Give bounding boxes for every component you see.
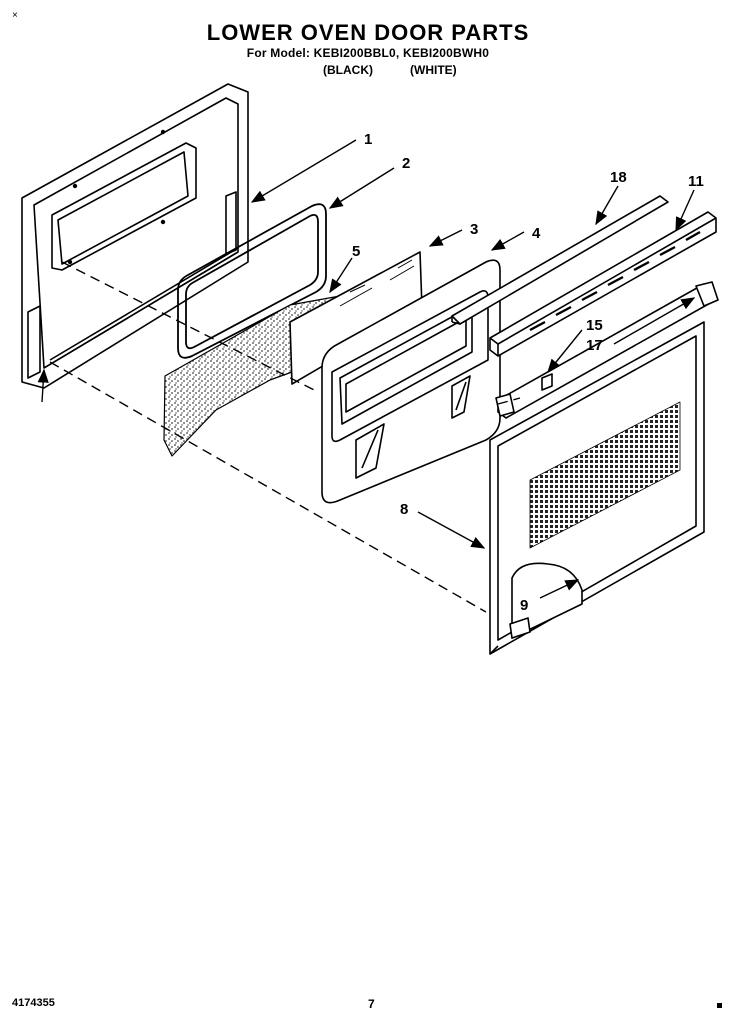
page-title: LOWER OVEN DOOR PARTS	[206, 20, 530, 45]
callout-18: 18	[610, 169, 627, 186]
leader-3	[428, 229, 463, 247]
page-number: 7	[368, 997, 375, 1011]
part-number: 4174355	[12, 997, 55, 1009]
inner-door-panel	[321, 259, 501, 504]
top-trim-strip	[451, 195, 669, 325]
leader-8	[417, 511, 486, 549]
callout-5: 5	[352, 243, 360, 260]
color-black-label: (BLACK)	[323, 63, 373, 77]
color-white-label: (WHITE)	[410, 63, 457, 77]
leader-5	[329, 257, 353, 294]
callout-11: 11	[688, 173, 704, 190]
leader-1	[250, 139, 357, 203]
callout-3: 3	[470, 221, 478, 238]
leader-2	[328, 167, 395, 209]
alignment-line-handle	[497, 397, 521, 405]
outer-door-frame	[21, 83, 249, 389]
callout-8: 8	[400, 501, 408, 518]
alignment-line-bottom	[49, 361, 487, 613]
leader-11	[675, 189, 695, 232]
callout-1: 1	[364, 131, 372, 148]
leader-frame	[37, 368, 49, 403]
corner-mark: ×	[12, 10, 18, 21]
door-handle	[495, 281, 719, 419]
leader-15	[547, 329, 583, 374]
callout-15: 15	[586, 317, 603, 334]
leader-17	[613, 297, 696, 345]
leader-4	[490, 231, 525, 251]
callout-2: 2	[402, 155, 410, 172]
callout-9: 9	[520, 597, 528, 614]
callout-4: 4	[532, 225, 541, 242]
leader-9	[539, 579, 580, 599]
leader-18	[595, 185, 619, 226]
corner-dot	[717, 1003, 722, 1008]
door-gasket	[177, 203, 327, 359]
model-line: For Model: KEBI200BBL0, KEBI200BWH0	[246, 46, 490, 60]
callout-17: 17	[586, 337, 603, 354]
vent-trim	[489, 211, 717, 357]
